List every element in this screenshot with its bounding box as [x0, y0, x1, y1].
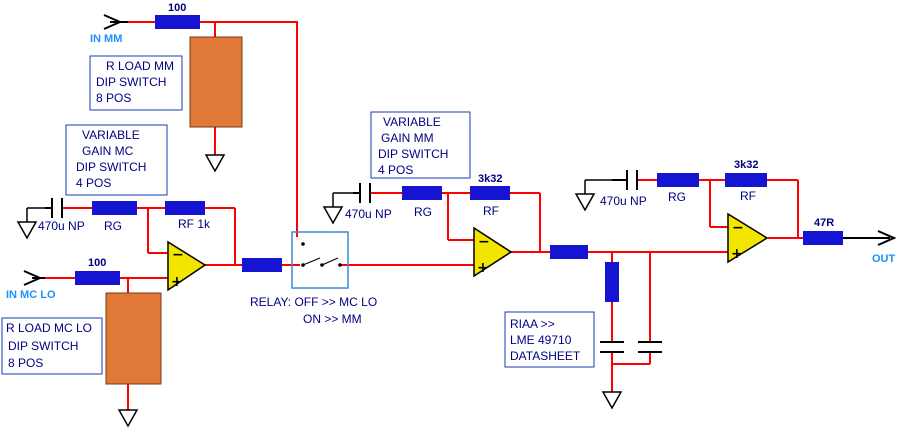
note-gain-mm-line4: 4 POS — [378, 163, 413, 177]
note-rload-mm-line1: R LOAD MM — [106, 59, 174, 73]
relay-box — [291, 231, 349, 289]
note-gain-mc-line3: DIP SWITCH — [76, 160, 146, 174]
label-r-in-mc: 100 — [88, 257, 106, 269]
note-rload-mc-line1: R LOAD MC LO — [6, 321, 92, 335]
port-arrows — [23, 14, 897, 286]
port-in-mc-lo: IN MC LO — [6, 289, 56, 301]
label-rf-out-value: 3k32 — [734, 159, 758, 171]
note-gain-mm-line3: DIP SWITCH — [378, 147, 448, 161]
opamps: − + − + − + — [167, 212, 769, 292]
svg-text:−: − — [172, 247, 184, 263]
svg-text:−: − — [732, 220, 744, 236]
note-rload-mm-box — [89, 55, 183, 111]
resistors — [75, 15, 843, 302]
note-relay-line1: RELAY: OFF >> MC LO — [250, 295, 377, 309]
wires — [45, 21, 845, 410]
dip-switches — [105, 36, 243, 385]
label-rf-mm-value: 3k32 — [478, 173, 502, 185]
grounds — [16, 154, 623, 428]
note-gain-mm-line2: GAIN MM — [381, 131, 434, 145]
resistor-rf-mc — [165, 201, 205, 215]
labels: IN MM IN MC LO OUT 100 100 470u NP RG RF… — [6, 2, 896, 370]
label-rf-out: RF — [740, 189, 756, 203]
svg-text:+: + — [731, 246, 743, 262]
opamp-mc: − + — [167, 240, 207, 292]
note-rload-mm-line3: 8 POS — [96, 91, 131, 105]
note-riaa-line1: RIAA >> — [510, 317, 555, 331]
label-rf-mm: RF — [483, 204, 499, 218]
resistor-riaa-shunt — [605, 262, 619, 302]
label-cap-mm: 470u NP — [345, 207, 392, 221]
resistor-rf-out — [725, 173, 767, 187]
label-rg-mc: RG — [104, 219, 122, 233]
note-riaa-line3: DATASHEET — [510, 349, 581, 363]
label-r-out: 47R — [814, 217, 834, 229]
note-rload-mc-line3: 8 POS — [8, 356, 43, 370]
opamp-mm: − + — [473, 226, 513, 278]
svg-text:+: + — [171, 274, 183, 290]
label-r-in-mm: 100 — [168, 2, 186, 14]
note-gain-mc-line2: GAIN MC — [82, 144, 134, 158]
dip-switch-mm — [189, 36, 243, 128]
label-rf-mc: RF 1k — [178, 217, 211, 231]
label-rg-out: RG — [668, 190, 686, 204]
port-out: OUT — [872, 253, 896, 265]
port-in-mm: IN MM — [90, 33, 122, 45]
resistor-in-mm — [155, 15, 200, 29]
note-gain-mc-line1: VARIABLE — [82, 128, 140, 142]
label-rg-mm: RG — [414, 205, 432, 219]
note-riaa-line2: LME 49710 — [510, 333, 572, 347]
svg-text:−: − — [478, 234, 490, 250]
relay — [291, 231, 349, 289]
resistor-rg-out — [657, 173, 699, 187]
dip-switch-mc — [105, 292, 162, 385]
label-cap-out: 470u NP — [600, 194, 647, 208]
note-gain-mc-line4: 4 POS — [76, 176, 111, 190]
note-relay-line2: ON >> MM — [303, 312, 362, 326]
out-arrow-icon — [877, 230, 897, 246]
note-gain-mc-box — [65, 124, 168, 196]
resistor-rf-mm — [470, 186, 510, 200]
note-boxes — [1, 55, 595, 375]
note-rload-mc-line2: DIP SWITCH — [8, 339, 78, 353]
note-gain-mm-box — [370, 111, 471, 179]
note-rload-mm-line2: DIP SWITCH — [96, 75, 166, 89]
resistor-rg-mm — [402, 186, 442, 200]
svg-text:+: + — [477, 260, 489, 276]
resistor-rg-mc — [92, 201, 137, 215]
capacitors — [45, 170, 662, 353]
note-riaa-box — [504, 311, 595, 368]
note-gain-mm-line1: VARIABLE — [383, 115, 441, 129]
resistor-in-mc — [75, 271, 120, 285]
opamp-out: − + — [727, 212, 769, 264]
label-cap-mc: 470u NP — [38, 219, 85, 233]
note-rload-mc-box — [1, 317, 103, 375]
resistor-mc-out — [242, 258, 282, 272]
resistor-riaa-series — [550, 245, 588, 259]
resistor-out-47r — [803, 231, 843, 245]
